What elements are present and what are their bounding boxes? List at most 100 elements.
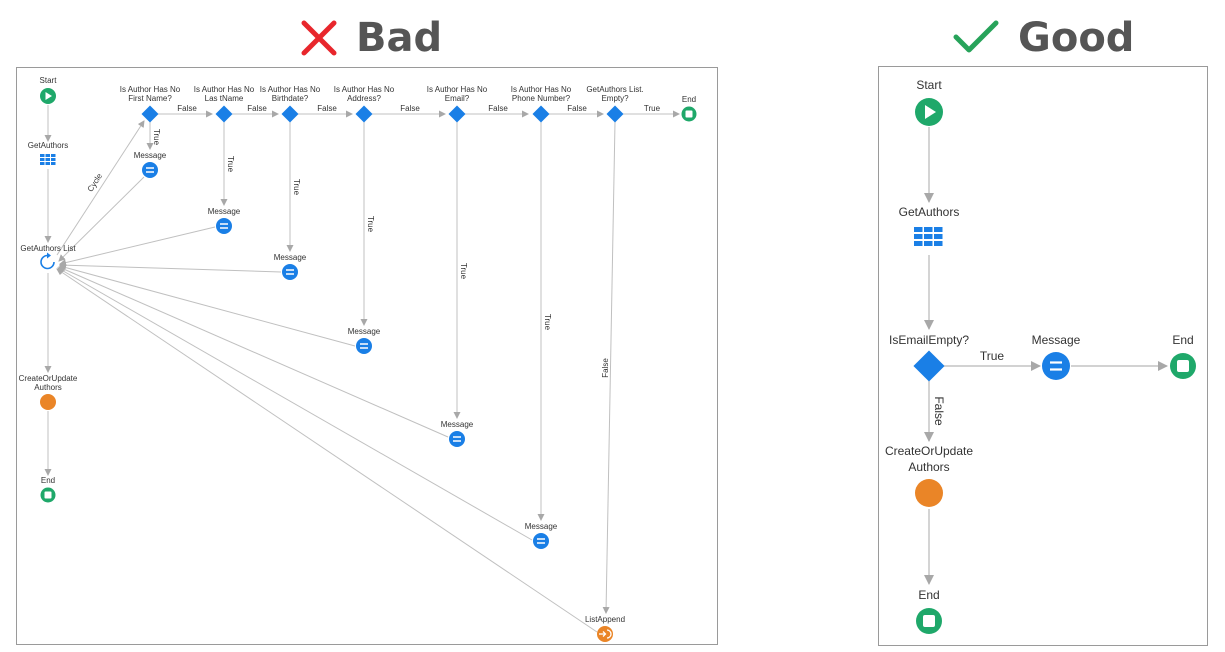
message-icon [220,223,228,229]
label-decision-5-line2: Email? [445,94,470,103]
decision-3-diamond[interactable] [281,105,299,123]
good-heading: Good [952,10,1134,66]
table-icon [40,154,56,165]
edge-msg3-list [59,261,282,273]
stop-icon [44,491,52,499]
start-node[interactable] [40,88,56,104]
getauthors-node[interactable] [40,154,56,165]
label-create-line2: Authors [908,460,949,474]
end-right-node[interactable] [1170,353,1196,379]
message-4-node[interactable] [356,338,372,354]
decision-2-diamond[interactable] [215,105,233,123]
end-left-node[interactable] [40,487,56,503]
decision-diamond[interactable] [913,350,945,382]
list-append-icon [599,629,612,639]
message-3-node[interactable] [282,264,298,280]
stop-icon [1177,360,1189,372]
message-5-node[interactable] [449,431,465,447]
good-flow-diagram: True False Start GetAuthors IsEmailEmpty… [885,78,1196,634]
label-end-bottom: End [918,588,939,602]
edge-label-cycle: Cycle [86,171,105,193]
create-or-update-node[interactable] [915,479,943,507]
message-node[interactable] [1042,352,1070,380]
edge-label-false-1: False [177,104,197,113]
label-end-right: End [682,95,696,104]
edge-label-true: True [980,349,1005,363]
label-decision-5-line1: Is Author Has No [427,85,488,94]
stop-icon [923,615,935,627]
label-decision: IsEmailEmpty? [889,333,969,347]
getauthors-node[interactable] [914,227,943,246]
label-decision-2-line1: Is Author Has No [194,85,255,94]
message-icon [286,269,294,275]
create-or-update-node[interactable] [40,394,56,410]
edge-label-false-6: False [567,104,587,113]
message-6-node[interactable] [533,533,549,549]
label-decision-1-line2: First Name? [128,94,172,103]
decision-7-diamond[interactable] [606,105,624,123]
decision-6-diamond[interactable] [532,105,550,123]
good-connectors [924,127,1168,585]
label-getauthors: GetAuthors [899,205,960,219]
play-icon [925,105,936,119]
label-decision-2-line2: Las tName [205,94,244,103]
edge-label-false-5: False [488,104,508,113]
label-create-line2: Authors [34,383,62,392]
label-decision-3-line2: Birthdate? [272,94,309,103]
edge-label-true-3: True [292,179,301,196]
label-start: Start [40,76,58,85]
label-decision-7-line1: GetAuthors List. [586,85,643,94]
loop-icon [40,254,55,270]
label-getauthors-list: GetAuthors List [20,244,76,253]
edge-label-false-4: False [400,104,420,113]
decision-5-diamond[interactable] [448,105,466,123]
getauthors-list-node[interactable] [40,252,55,270]
label-decision-6-line1: Is Author Has No [511,85,572,94]
edge-msg1-list [58,176,145,262]
label-decision-6-line2: Phone Number? [512,94,571,103]
label-end-left: End [41,476,55,485]
action-circle [40,394,56,410]
edge-false-append [602,121,616,614]
edge-label-false-3: False [317,104,337,113]
message-icon [360,343,368,349]
label-decision-3-line1: Is Author Has No [260,85,321,94]
label-decision-4-line1: Is Author Has No [334,85,395,94]
table-icon [914,227,943,246]
label-message-3: Message [274,253,307,262]
edge-label-false-2: False [247,104,267,113]
cross-icon [301,20,337,56]
listappend-node[interactable] [597,626,613,642]
end-bottom-node[interactable] [916,608,942,634]
edge-label-true-5: True [459,263,468,280]
message-icon [146,167,154,173]
good-heading-text: Good [1018,15,1135,61]
message-2-node[interactable] [216,218,232,234]
bad-heading-text: Bad [356,15,443,61]
decision-4-diamond[interactable] [355,105,373,123]
edge-label-true-2: True [226,156,235,173]
bad-flow-panel: False False False False False False True… [16,67,718,645]
bad-heading: Bad [300,10,442,66]
edge-label-true-1: True [152,129,161,146]
edge-msg2-list [59,226,216,267]
good-flow-panel: True False Start GetAuthors IsEmailEmpty… [878,66,1208,646]
edge-append-list [56,268,598,633]
end-right-node[interactable] [681,106,697,122]
label-create-line1: CreateOrUpdate [19,374,78,383]
message-circle [1042,352,1070,380]
label-start: Start [916,78,942,92]
bad-flow-diagram: False False False False False False True… [19,76,697,642]
message-icon [1050,361,1062,371]
label-end-right: End [1172,333,1193,347]
start-node[interactable] [915,98,943,126]
decision-1-diamond[interactable] [141,105,159,123]
edge-msg6-list [57,267,533,541]
label-message: Message [1032,333,1081,347]
edge-msg4-list [59,264,356,347]
label-decision-1-line1: Is Author Has No [120,85,181,94]
edge-label-false: False [932,396,946,426]
label-message-5: Message [441,420,474,429]
edge-label-false-append: False [601,358,610,378]
message-1-node[interactable] [142,162,158,178]
